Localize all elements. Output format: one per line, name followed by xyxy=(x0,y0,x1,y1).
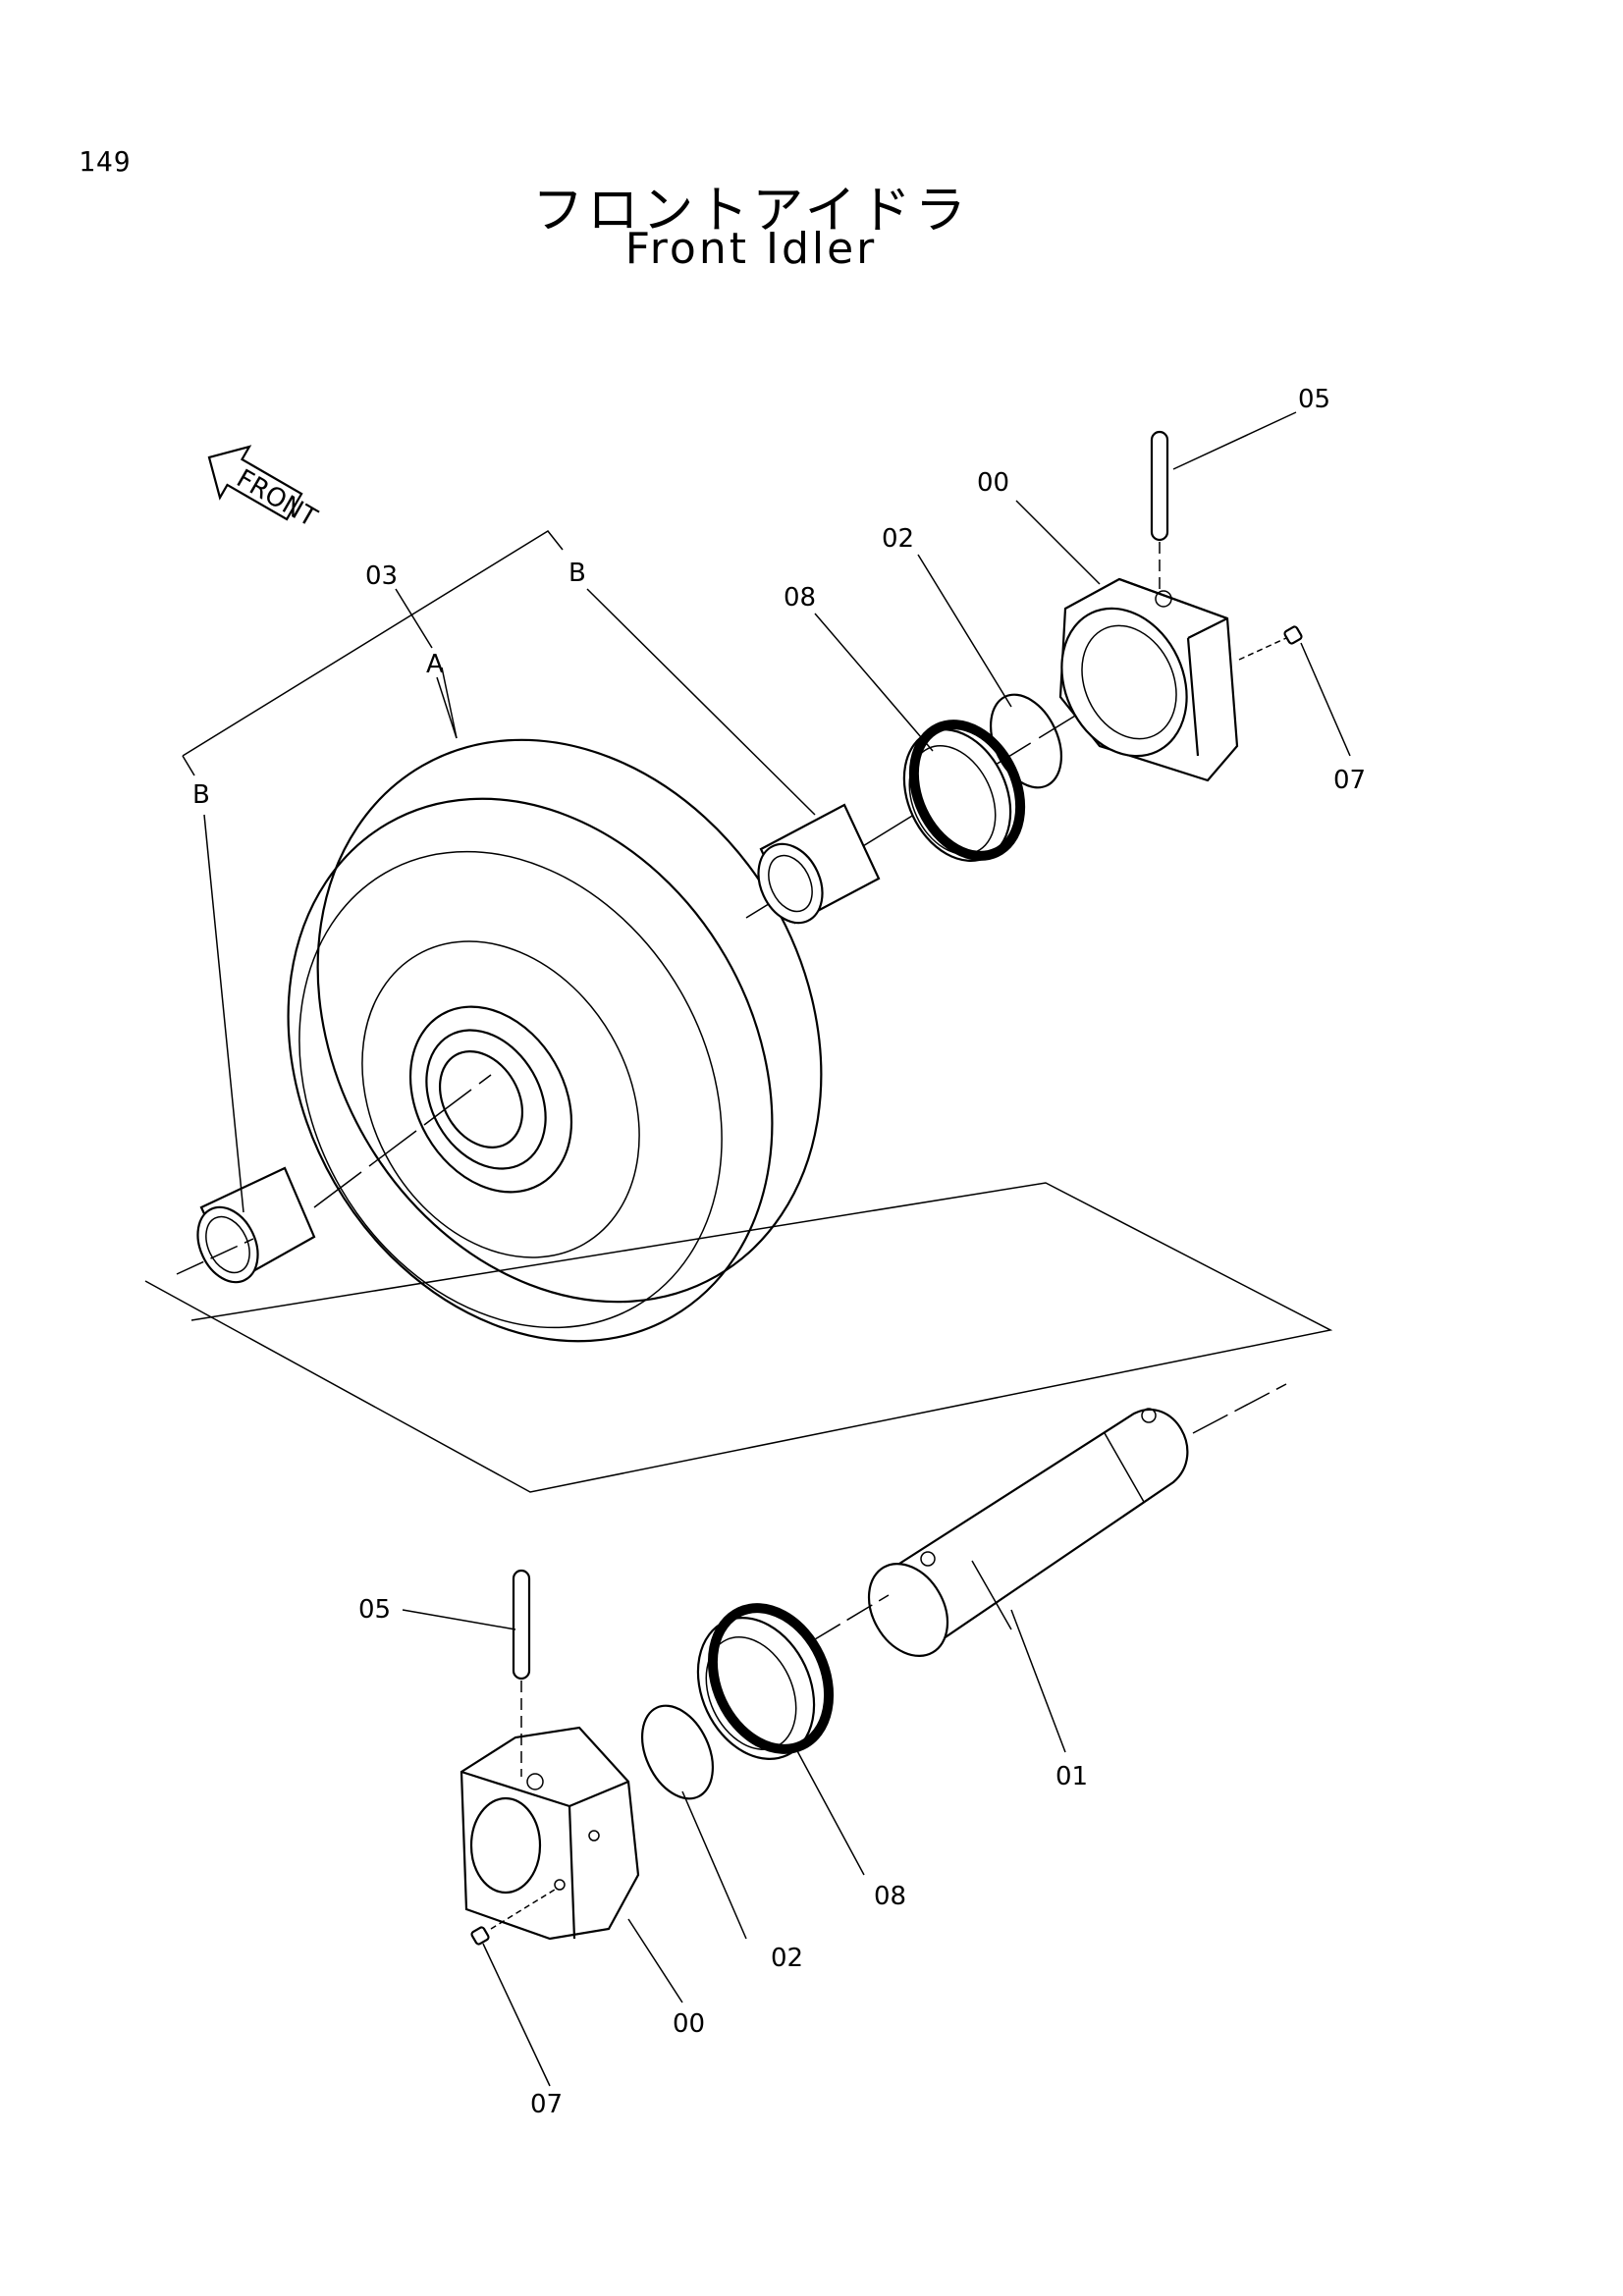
callout-b-right: B xyxy=(568,559,586,588)
callout-08-top: 08 xyxy=(784,583,816,613)
idler-wheel xyxy=(287,738,823,1343)
page-title-japanese: フロントアイドラ xyxy=(532,182,970,240)
assembly-bracket-lines xyxy=(182,530,564,776)
callout-07-bottom: 07 xyxy=(530,2090,563,2119)
page-title-english: Front Idler xyxy=(624,224,878,274)
wheel-axis-line xyxy=(313,1074,492,1208)
callout-a: A xyxy=(426,650,444,679)
callout-01: 01 xyxy=(1055,1762,1088,1791)
lower-support-block xyxy=(460,1726,640,1941)
front-direction-arrow: FRONT xyxy=(207,445,322,533)
upper-floating-seal xyxy=(902,720,1026,862)
front-arrow-label: FRONT xyxy=(232,464,322,533)
callout-03: 03 xyxy=(365,561,398,591)
left-bushing xyxy=(176,1166,316,1284)
lower-screw xyxy=(470,1889,556,1946)
callout-00-bottom: 00 xyxy=(673,2009,705,2039)
upper-bushing xyxy=(757,803,881,925)
callout-07-top: 07 xyxy=(1333,766,1366,795)
callout-05-top: 05 xyxy=(1298,385,1330,414)
upper-pin xyxy=(1150,430,1169,589)
callout-08-bottom: 08 xyxy=(874,1882,906,1911)
callout-05-bottom: 05 xyxy=(358,1595,391,1625)
lower-o-ring xyxy=(641,1704,714,1800)
callout-02-top: 02 xyxy=(882,524,914,554)
page-number: 149 xyxy=(79,145,132,178)
lower-bracket-lines xyxy=(144,1182,1333,1493)
upper-screw xyxy=(1238,625,1303,661)
idler-shaft xyxy=(867,1383,1287,1657)
lower-floating-seal xyxy=(696,1594,890,1760)
callout-02-bottom: 02 xyxy=(771,1944,803,1973)
callout-b-left: B xyxy=(192,780,210,810)
callout-leader-lines xyxy=(203,411,1351,2087)
callout-00-top: 00 xyxy=(977,468,1009,498)
upper-support-block xyxy=(1058,577,1239,782)
lower-pin xyxy=(512,1569,531,1777)
